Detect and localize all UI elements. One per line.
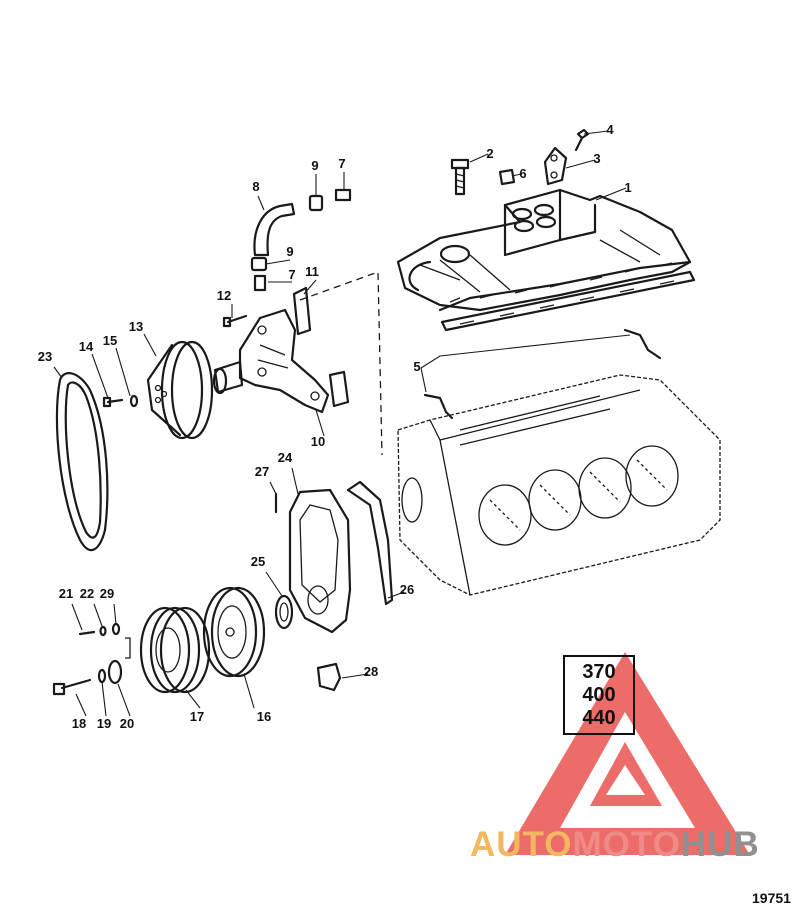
callout-17: 17 (190, 709, 204, 724)
callout-2: 2 (486, 146, 493, 161)
drive-belt (55, 372, 109, 552)
balancer-bolt (60, 678, 92, 690)
watermark-hub: HUB (680, 825, 760, 864)
pulley-bolt-small (78, 630, 96, 636)
fitting-lower (253, 274, 267, 292)
callout-8: 8 (252, 179, 259, 194)
callout-7: 7 (338, 156, 345, 171)
callout-12: 12 (217, 288, 231, 303)
callout-28: 28 (364, 664, 378, 679)
watermark-moto: MOTO (572, 825, 681, 864)
callout-24: 24 (278, 450, 293, 465)
hose-clamp-upper (308, 194, 324, 212)
small-screw (574, 128, 590, 152)
bypass-hose (253, 202, 296, 257)
manifold-gasket (440, 270, 696, 332)
water-pump (212, 308, 330, 414)
watermark-auto: AUTO (470, 825, 573, 864)
callout-11: 11 (305, 264, 319, 279)
timing-pointer (316, 662, 342, 692)
water-pump-pulley (146, 340, 214, 440)
pipe-plug (498, 168, 516, 186)
end-seal-right (623, 328, 662, 360)
engine-model-box: 370 400 440 (563, 655, 635, 735)
callout-26: 26 (400, 582, 414, 597)
callout-25: 25 (251, 554, 265, 569)
callout-5: 5 (413, 359, 420, 374)
water-pump-gasket-lower (328, 370, 350, 408)
harmonic-balancer (202, 586, 266, 678)
callout-27: 27 (255, 464, 269, 479)
callout-23: 23 (38, 349, 52, 364)
callout-9: 9 (311, 158, 318, 173)
callout-29: 29 (100, 586, 114, 601)
callout-1: 1 (624, 180, 631, 195)
callout-9: 9 (286, 244, 293, 259)
callout-15: 15 (103, 333, 117, 348)
callout-18: 18 (72, 716, 86, 731)
callout-20: 20 (120, 716, 134, 731)
leader-lines (53, 130, 631, 717)
balancer-washer (97, 668, 107, 684)
model-400: 400 (582, 683, 616, 706)
hose-clamp-lower (250, 256, 268, 272)
water-pump-gasket-upper (292, 286, 312, 336)
watermark-text: AUTOMOTOHUB (470, 825, 760, 865)
figure-number: 19751 (752, 890, 791, 906)
timing-cover-gasket (346, 480, 394, 606)
fitting-upper (334, 188, 352, 202)
engine-block (397, 374, 721, 596)
crankshaft-pulley (139, 606, 211, 694)
callout-4: 4 (606, 122, 614, 137)
callout-22: 22 (80, 586, 94, 601)
model-370: 370 (582, 660, 616, 683)
timing-cover (288, 488, 352, 634)
model-440: 440 (582, 706, 616, 729)
callout-3: 3 (593, 151, 600, 166)
callout-16: 16 (257, 709, 271, 724)
callout-10: 10 (311, 434, 325, 449)
end-seal-left (423, 393, 454, 420)
callout-21: 21 (59, 586, 73, 601)
callout-14: 14 (79, 339, 94, 354)
watermark-triangle (505, 652, 750, 855)
manifold-bolt (450, 158, 470, 196)
callout-13: 13 (129, 319, 143, 334)
intake-manifold (396, 188, 692, 312)
callout-19: 19 (97, 716, 111, 731)
bracket (543, 146, 568, 186)
balancer-plate (107, 659, 123, 685)
pulley-washer (129, 394, 139, 408)
oil-seal (274, 594, 294, 630)
callout-7: 7 (288, 267, 295, 282)
callout-6: 6 (519, 166, 526, 181)
